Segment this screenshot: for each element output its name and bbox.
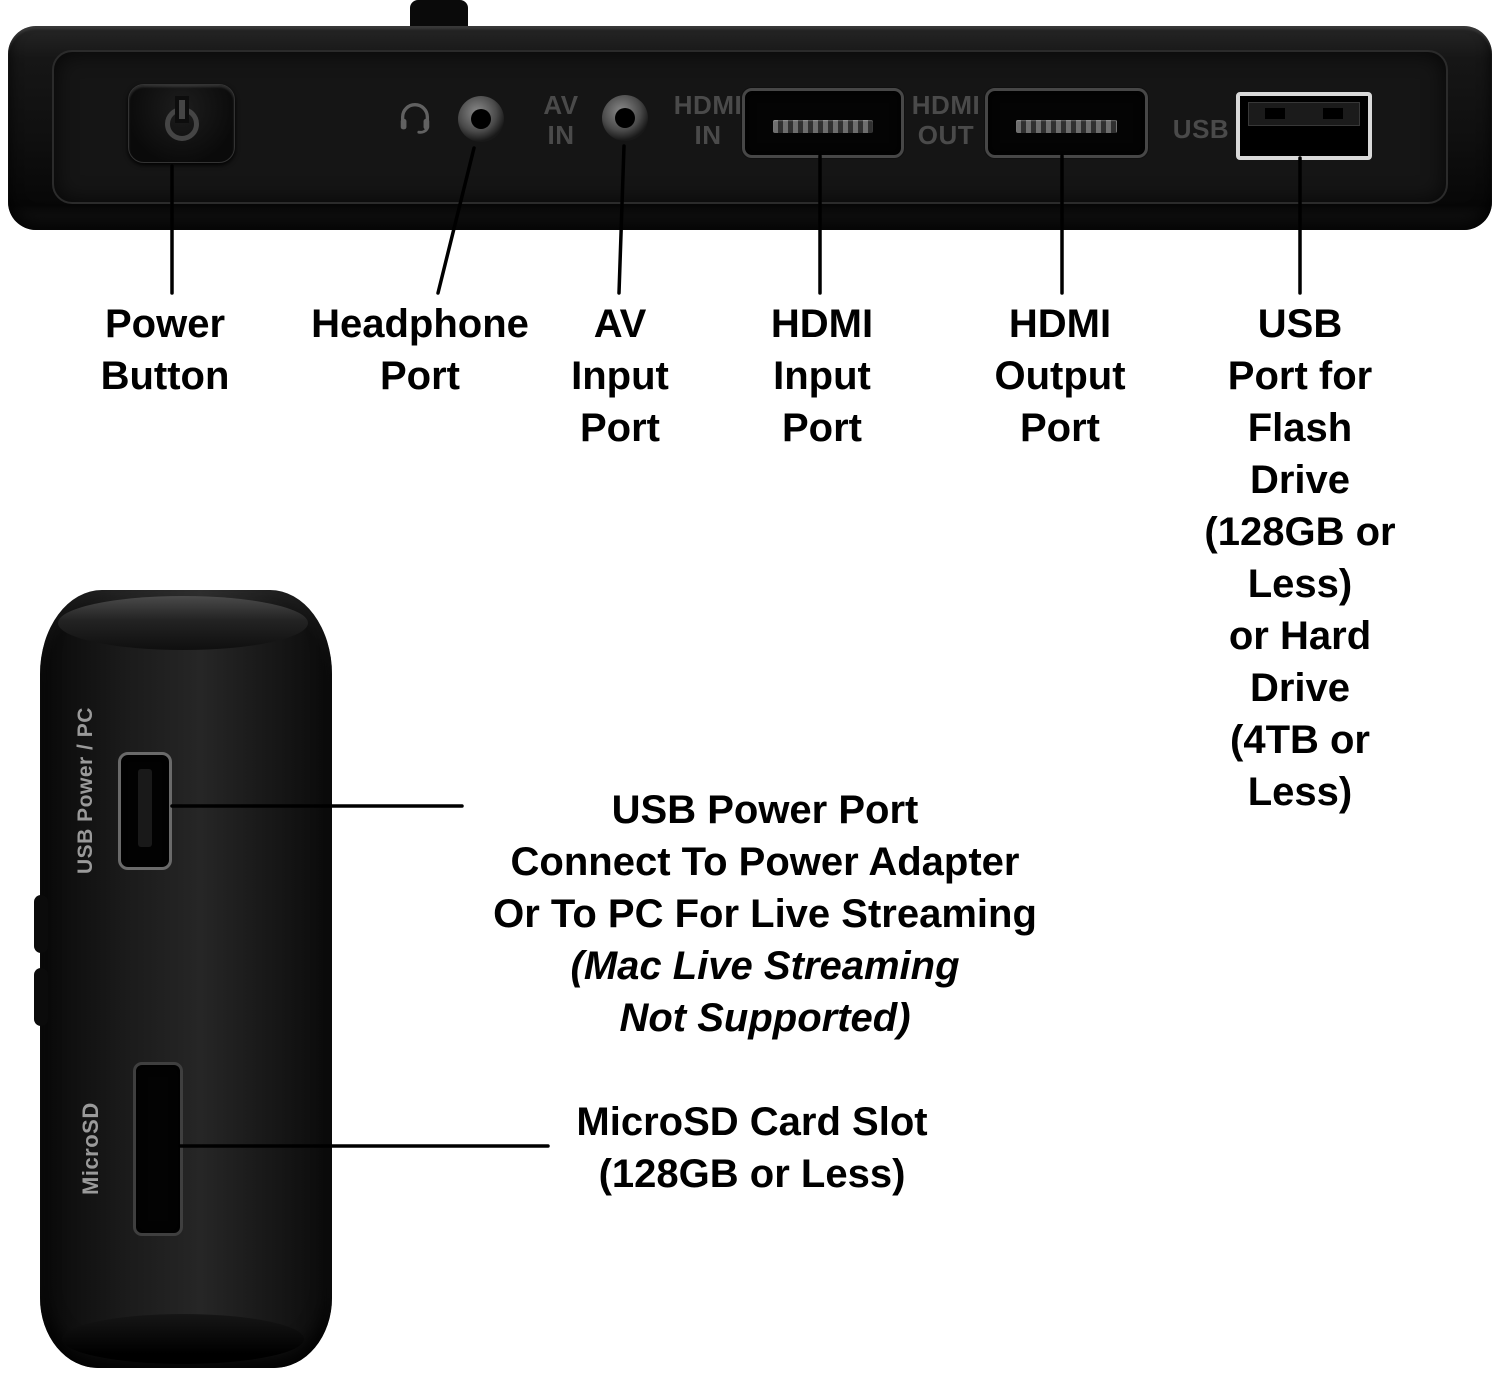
usb-power-port-label-main: USB Power Port Connect To Power Adapter …: [493, 788, 1037, 936]
av-input-port-label: AV Input Port: [571, 302, 669, 450]
side-view-top-cap: [58, 596, 308, 650]
hdmi-input-port-label: HDMI Input Port: [770, 302, 874, 450]
power-button-label: Power Button: [100, 302, 230, 398]
hdmi-input-port: [742, 88, 904, 158]
microsd-marking: MicroSD: [78, 1102, 103, 1196]
side-edge-detail: [34, 895, 48, 953]
av-input-jack: [602, 95, 648, 141]
microsd-card-slot: [133, 1062, 183, 1236]
usb-port-tongue: [1248, 102, 1360, 126]
usb-port: [1236, 92, 1372, 160]
side-edge-detail: [34, 968, 48, 1026]
usb-contact-hole: [1323, 108, 1343, 119]
hdmi-output-port-label: HDMI Output Port: [994, 302, 1126, 450]
usb-contact-hole: [1265, 108, 1285, 119]
power-icon-bar: [178, 99, 185, 119]
side-view-bottom-cap: [62, 1314, 304, 1364]
av-in-marking: AV IN: [543, 90, 579, 150]
usb-power-port-label: USB Power Port Connect To Power Adapter …: [493, 732, 1037, 1096]
usb-marking: USB: [1172, 114, 1230, 144]
capture-device-front-view: AV IN HDMI IN HDMI OUT USB: [8, 26, 1492, 230]
power-button: [128, 84, 235, 163]
hdmi-in-marking: HDMI IN: [673, 90, 743, 150]
hdmi-output-slot: [1016, 120, 1117, 134]
capture-device-side-view: USB Power / PC MicroSD: [34, 590, 332, 1368]
micro-usb-power-port: [118, 752, 172, 870]
power-icon: [163, 99, 201, 143]
usb-power-pc-marking: USB Power / PC: [74, 707, 97, 875]
hdmi-input-slot: [773, 120, 873, 134]
hdmi-output-port: [985, 88, 1148, 158]
usb-power-port-label-note: (Mac Live Streaming Not Supported): [570, 944, 960, 1040]
headphone-icon: [400, 102, 430, 134]
hdmi-out-marking: HDMI OUT: [911, 90, 981, 150]
microsd-slot-label: MicroSD Card Slot (128GB or Less): [576, 1100, 928, 1196]
usb-port-label: USB Port for Flash Drive (128GB or Less)…: [1204, 302, 1396, 814]
headphone-port-label: Headphone Port: [311, 302, 529, 398]
headphone-jack: [458, 96, 504, 142]
